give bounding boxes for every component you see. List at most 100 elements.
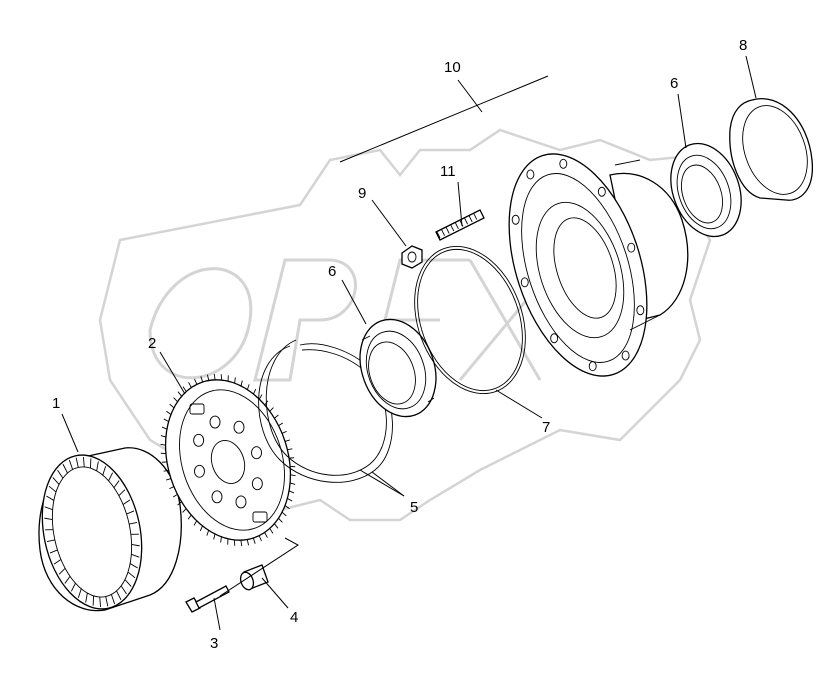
ring-gear-tooth [44, 506, 53, 511]
plate-gear-tooth [274, 523, 279, 529]
stud-thread [464, 217, 469, 225]
plate-bolt-hole [235, 495, 247, 509]
plate-gear-tooth [220, 536, 222, 543]
plate-bolt-hole [209, 415, 221, 429]
ring-gear-tooth [131, 543, 140, 547]
ring-gear-tooth [126, 510, 135, 515]
seal-left [359, 318, 437, 418]
ring-gear-tooth [57, 469, 64, 479]
hub-flange-hole [627, 242, 636, 253]
plate-gear-tooth [269, 407, 274, 412]
ring-gear-tooth [68, 459, 74, 470]
callout-1: 1 [52, 395, 60, 412]
callout-2: 2 [148, 335, 156, 352]
plate-gear-tooth [290, 474, 296, 477]
callout-4: 4 [290, 609, 298, 626]
plate-gear-tooth [274, 414, 279, 419]
callout-7: 7 [542, 419, 550, 436]
plate-gear-tooth [240, 380, 243, 387]
bolt [185, 585, 230, 613]
stud-thread [436, 231, 441, 239]
ring-gear-tooth [122, 499, 131, 505]
plate-gear-tooth [264, 532, 268, 538]
plate-gear-tooth [177, 391, 182, 397]
plate-gear-tooth [166, 478, 172, 481]
plate-gear-tooth [161, 426, 168, 430]
plate-gear-tooth [246, 384, 250, 390]
callout-3: 3 [210, 635, 218, 652]
ring-gear-tooth [48, 485, 57, 493]
ring-gear-tooth [131, 553, 140, 558]
ring-gear-tooth [85, 593, 88, 603]
ring-gear-tooth [44, 517, 53, 521]
ring-gear-tooth [102, 466, 107, 476]
ring-gear-tooth [70, 583, 76, 592]
hub-flange-hole [550, 333, 559, 344]
plate-gear-tooth [163, 418, 169, 422]
nut [401, 245, 423, 269]
plate-gear-tooth [258, 535, 262, 542]
plate-gear-tooth [213, 373, 216, 380]
plate-gear-tooth [269, 528, 274, 534]
plate-bolt-hole [251, 477, 263, 491]
ring-gear-tooth [99, 596, 102, 607]
hub-flange-hole [597, 186, 606, 197]
plate-gear-tooth [206, 374, 210, 381]
ring-gear-tooth [110, 594, 116, 605]
plate-gear-tooth [253, 388, 257, 395]
seal-right [670, 142, 742, 238]
plate-gear-tooth [206, 530, 210, 536]
callout-6-right: 6 [670, 75, 678, 92]
plate-gear-tooth [258, 394, 263, 400]
plate-gear-tooth [166, 410, 172, 415]
stud-thread [445, 227, 450, 234]
ring-gear-tooth [124, 579, 132, 587]
plate-gear-tooth [287, 448, 293, 451]
plate-gear-tooth [213, 533, 216, 540]
wheel-hub [508, 153, 689, 377]
ring-gear-tooth [46, 539, 55, 543]
hub-flange-hole [526, 169, 535, 180]
plate-gear-tooth [278, 422, 284, 427]
bushing [239, 564, 269, 591]
hub-flange-hole [621, 350, 630, 361]
ring-gear-tooth [120, 585, 127, 595]
plate-gear-tooth [182, 508, 187, 513]
plate-gear-tooth [199, 525, 203, 532]
ring-gear-tooth [52, 477, 60, 485]
callout-9: 9 [358, 185, 366, 202]
callout-6-left: 6 [328, 263, 336, 280]
plate-gear-tooth [194, 378, 198, 385]
stud-thread [454, 222, 459, 230]
callout-5: 5 [410, 499, 418, 516]
callout-8: 8 [739, 37, 747, 54]
leader-lines [61, 55, 757, 631]
plate-gear-tooth [252, 537, 256, 544]
plate-bolt-hole [233, 420, 245, 434]
ring-gear-tooth [118, 489, 126, 496]
ring-gear-tooth [46, 495, 55, 501]
plate-gear-tooth [177, 501, 182, 506]
plate-gear-tooth [288, 490, 295, 494]
bearing-ring [729, 98, 813, 201]
ring-gear-tooth [64, 576, 71, 584]
plate-gear-tooth [281, 430, 287, 434]
ring-gear-tooth [129, 521, 138, 525]
plate-gear-tooth [173, 397, 178, 403]
ring-gear [38, 447, 182, 612]
ring-gear-tooth [129, 563, 138, 569]
ring-gear-tooth [77, 588, 82, 598]
plate-gear-tooth [182, 386, 187, 392]
plate-gear-tooth [169, 403, 175, 409]
ring-gear-tooth [75, 457, 79, 468]
stud [435, 209, 485, 241]
ring-gear-tooth [49, 549, 58, 554]
plate-bolt-hole [193, 433, 205, 447]
plate-gear-tooth [284, 505, 290, 510]
plate-gear-tooth [284, 439, 290, 442]
ring-gear-tooth [108, 472, 114, 481]
plate-gear-tooth [160, 443, 166, 446]
plate-gear-tooth [246, 539, 250, 546]
plate-bolt-hole [251, 446, 262, 460]
ring-gear-tooth [105, 596, 109, 607]
